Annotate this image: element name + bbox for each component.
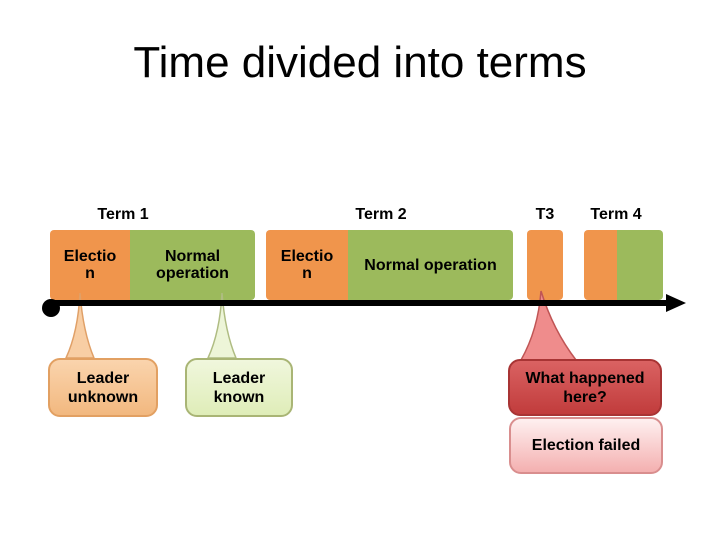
block-label-line: Normal operation [364, 256, 497, 274]
block-label-line: n [85, 265, 95, 282]
term-label-2: Term 2 [355, 206, 407, 223]
block-election-term1: Electio n [50, 230, 130, 300]
block-election-term2: Electio n [266, 230, 348, 300]
block-election-term4 [584, 230, 617, 300]
callout-line: What happened [525, 369, 645, 387]
timeline-arrowhead-icon [666, 294, 686, 312]
block-label-line: Normal [164, 248, 221, 265]
block-normal-term2: Normal operation [348, 230, 513, 300]
block-normal-term4 [617, 230, 663, 300]
block-label-line: operation [156, 265, 229, 282]
block-normal-term1: Normal operation [130, 230, 255, 300]
note-text: Election failed [531, 437, 641, 454]
timeline-axis [50, 300, 668, 306]
term-label-1: Term 1 [97, 206, 149, 223]
term-label-3: T3 [535, 206, 555, 223]
term-label-4: Term 4 [590, 206, 642, 223]
slide-title: Time divided into terms [133, 38, 587, 87]
callout-leader-unknown: Leader unknown [48, 358, 158, 417]
callout-line: known [213, 388, 265, 406]
callout-line: unknown [67, 388, 139, 406]
block-election-term3 [527, 230, 563, 300]
callout-leader-known: Leader known [185, 358, 293, 417]
callout-line: here? [563, 388, 607, 406]
block-label-line: Electio [63, 248, 117, 265]
callout-line: Leader [212, 369, 266, 387]
block-label-line: Electio [280, 248, 334, 265]
callout-what-happened: What happened here? [508, 359, 662, 416]
block-label-line: n [302, 265, 312, 282]
callout-line: Leader [76, 369, 130, 387]
note-election-failed: Election failed [509, 417, 663, 474]
